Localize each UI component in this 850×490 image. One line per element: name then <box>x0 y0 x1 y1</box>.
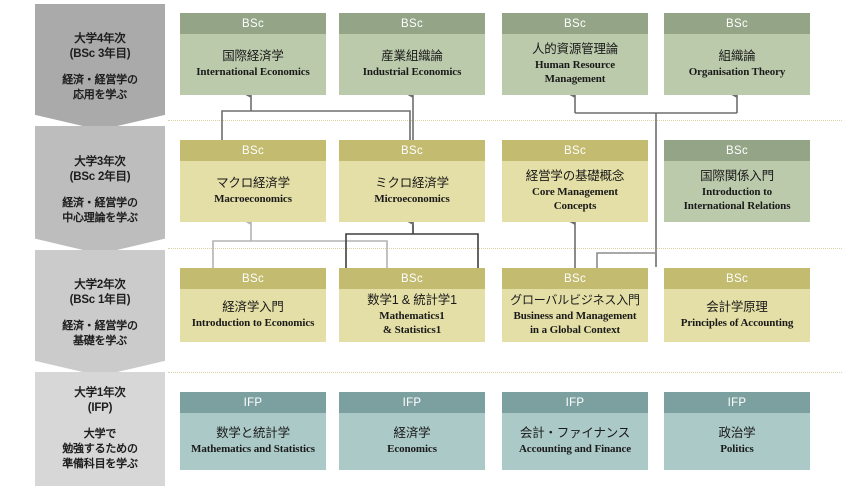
course-body: 政治学 Politics <box>664 413 810 470</box>
course-body: 組織論 Organisation Theory <box>664 34 810 95</box>
course-body: 産業組織論 Industrial Economics <box>339 34 485 95</box>
course-badge: BSc <box>339 13 485 34</box>
course-card[interactable]: BSc 経済学入門 Introduction to Economics <box>180 268 326 342</box>
sidebar-stage-title: 大学3年次 (BSc 2年目) <box>69 155 131 183</box>
course-title-en: Economics <box>387 442 437 455</box>
course-badge: IFP <box>180 392 326 413</box>
course-title-en: International Economics <box>196 65 310 78</box>
course-title-en: Business and Management in a Global Cont… <box>513 310 637 336</box>
course-badge: BSc <box>180 13 326 34</box>
course-title-ja: 経済学 <box>393 425 431 440</box>
row-separator-2 <box>168 248 842 249</box>
course-title-en: Industrial Economics <box>362 65 462 78</box>
row-separator-1 <box>168 120 842 121</box>
course-title-en: Mathematics and Statistics <box>191 442 315 455</box>
sidebar-stage-title: 大学1年次 (IFP) <box>74 387 126 414</box>
course-badge: BSc <box>502 268 648 289</box>
course-card[interactable]: BSc マクロ経済学 Macroeconomics <box>180 140 326 222</box>
course-title-ja: 数学と統計学 <box>216 425 290 440</box>
course-body: マクロ経済学 Macroeconomics <box>180 161 326 222</box>
course-card[interactable]: BSc 国際経済学 International Economics <box>180 13 326 95</box>
course-title-en: Politics <box>720 442 754 455</box>
course-badge: BSc <box>664 268 810 289</box>
course-card[interactable]: BSc 国際関係入門 Introduction to International… <box>664 140 810 222</box>
course-badge: BSc <box>180 268 326 289</box>
course-body: 国際経済学 International Economics <box>180 34 326 95</box>
sidebar-stage-desc: 経済・経営学の 基礎を学ぶ <box>62 319 138 347</box>
course-title-en: Introduction to International Relations <box>683 186 791 212</box>
course-badge: BSc <box>180 140 326 161</box>
course-card[interactable]: IFP 数学と統計学 Mathematics and Statistics <box>180 392 326 470</box>
course-title-ja: 組織論 <box>718 48 756 63</box>
course-badge: BSc <box>339 140 485 161</box>
course-body: 会計学原理 Principles of Accounting <box>664 289 810 342</box>
course-badge: IFP <box>502 392 648 413</box>
course-title-en: Principles of Accounting <box>680 316 794 329</box>
course-card[interactable]: IFP 経済学 Economics <box>339 392 485 470</box>
course-body: 経済学入門 Introduction to Economics <box>180 289 326 342</box>
year-stage-sidebar: 大学4年次 (BSc 3年目) 経済・経営学の 応用を学ぶ 大学3年次 (BSc… <box>35 4 165 486</box>
course-body: ミクロ経済学 Microeconomics <box>339 161 485 222</box>
sidebar-stage-desc: 大学で 勉強するための 準備科目を学ぶ <box>62 428 138 470</box>
course-title-ja: グローバルビジネス入門 <box>510 293 640 307</box>
course-card[interactable]: BSc ミクロ経済学 Microeconomics <box>339 140 485 222</box>
course-title-en: Core Management Concepts <box>532 186 618 212</box>
course-badge: BSc <box>502 140 648 161</box>
course-title-ja: マクロ経済学 <box>216 175 290 190</box>
course-title-ja: 数学1 & 統計学1 <box>367 293 457 307</box>
course-title-ja: 会計・ファイナンス <box>519 425 631 440</box>
sidebar-stage-year3[interactable]: 大学3年次 (BSc 2年目) 経済・経営学の 中心理論を学ぶ <box>35 126 165 254</box>
course-body: 経営学の基礎概念 Core Management Concepts <box>502 161 648 222</box>
row-separator-3 <box>168 372 842 373</box>
course-card[interactable]: BSc グローバルビジネス入門 Business and Management … <box>502 268 648 342</box>
course-title-en: Accounting and Finance <box>518 442 632 455</box>
course-title-ja: 人的資源管理論 <box>531 42 619 56</box>
course-title-en: Mathematics1 & Statistics1 <box>379 310 445 336</box>
course-card[interactable]: BSc 産業組織論 Industrial Economics <box>339 13 485 95</box>
course-badge: IFP <box>664 392 810 413</box>
course-card[interactable]: BSc 組織論 Organisation Theory <box>664 13 810 95</box>
course-badge: IFP <box>339 392 485 413</box>
course-title-en: Introduction to Economics <box>191 316 315 329</box>
course-card[interactable]: BSc 人的資源管理論 Human Resource Management <box>502 13 648 95</box>
course-title-ja: 経営学の基礎概念 <box>525 169 625 183</box>
sidebar-stage-year2[interactable]: 大学2年次 (BSc 1年目) 経済・経営学の 基礎を学ぶ <box>35 250 165 376</box>
sidebar-stage-year4[interactable]: 大学4年次 (BSc 3年目) 経済・経営学の 応用を学ぶ <box>35 4 165 130</box>
course-badge: BSc <box>664 13 810 34</box>
course-card[interactable]: BSc 経営学の基礎概念 Core Management Concepts <box>502 140 648 222</box>
course-body: グローバルビジネス入門 Business and Management in a… <box>502 289 648 342</box>
course-badge: BSc <box>339 268 485 289</box>
course-card[interactable]: BSc 数学1 & 統計学1 Mathematics1 & Statistics… <box>339 268 485 342</box>
course-title-en: Human Resource Management <box>535 59 615 85</box>
sidebar-stage-title: 大学2年次 (BSc 1年目) <box>69 278 131 306</box>
course-body: 数学1 & 統計学1 Mathematics1 & Statistics1 <box>339 289 485 342</box>
course-title-en: Macroeconomics <box>214 192 292 205</box>
course-title-ja: 政治学 <box>718 425 756 440</box>
course-title-ja: ミクロ経済学 <box>375 175 449 190</box>
sidebar-stage-desc: 経済・経営学の 中心理論を学ぶ <box>62 196 138 224</box>
sidebar-stage-year1[interactable]: 大学1年次 (IFP) 大学で 勉強するための 準備科目を学ぶ <box>35 372 165 486</box>
course-title-en: Organisation Theory <box>688 65 786 78</box>
sidebar-stage-desc: 経済・経営学の 応用を学ぶ <box>62 73 138 101</box>
course-title-ja: 経済学入門 <box>222 299 284 314</box>
course-card[interactable]: BSc 会計学原理 Principles of Accounting <box>664 268 810 342</box>
course-badge: BSc <box>664 140 810 161</box>
course-card[interactable]: IFP 政治学 Politics <box>664 392 810 470</box>
course-title-ja: 産業組織論 <box>381 48 443 63</box>
course-body: 国際関係入門 Introduction to International Rel… <box>664 161 810 222</box>
course-body: 会計・ファイナンス Accounting and Finance <box>502 413 648 470</box>
course-badge: BSc <box>502 13 648 34</box>
course-title-en: Microeconomics <box>374 192 450 205</box>
course-body: 経済学 Economics <box>339 413 485 470</box>
course-body: 数学と統計学 Mathematics and Statistics <box>180 413 326 470</box>
sidebar-stage-title: 大学4年次 (BSc 3年目) <box>69 32 131 60</box>
course-title-ja: 国際経済学 <box>222 48 284 63</box>
course-title-ja: 会計学原理 <box>706 299 768 314</box>
course-body: 人的資源管理論 Human Resource Management <box>502 34 648 95</box>
course-card[interactable]: IFP 会計・ファイナンス Accounting and Finance <box>502 392 648 470</box>
course-title-ja: 国際関係入門 <box>700 169 774 183</box>
